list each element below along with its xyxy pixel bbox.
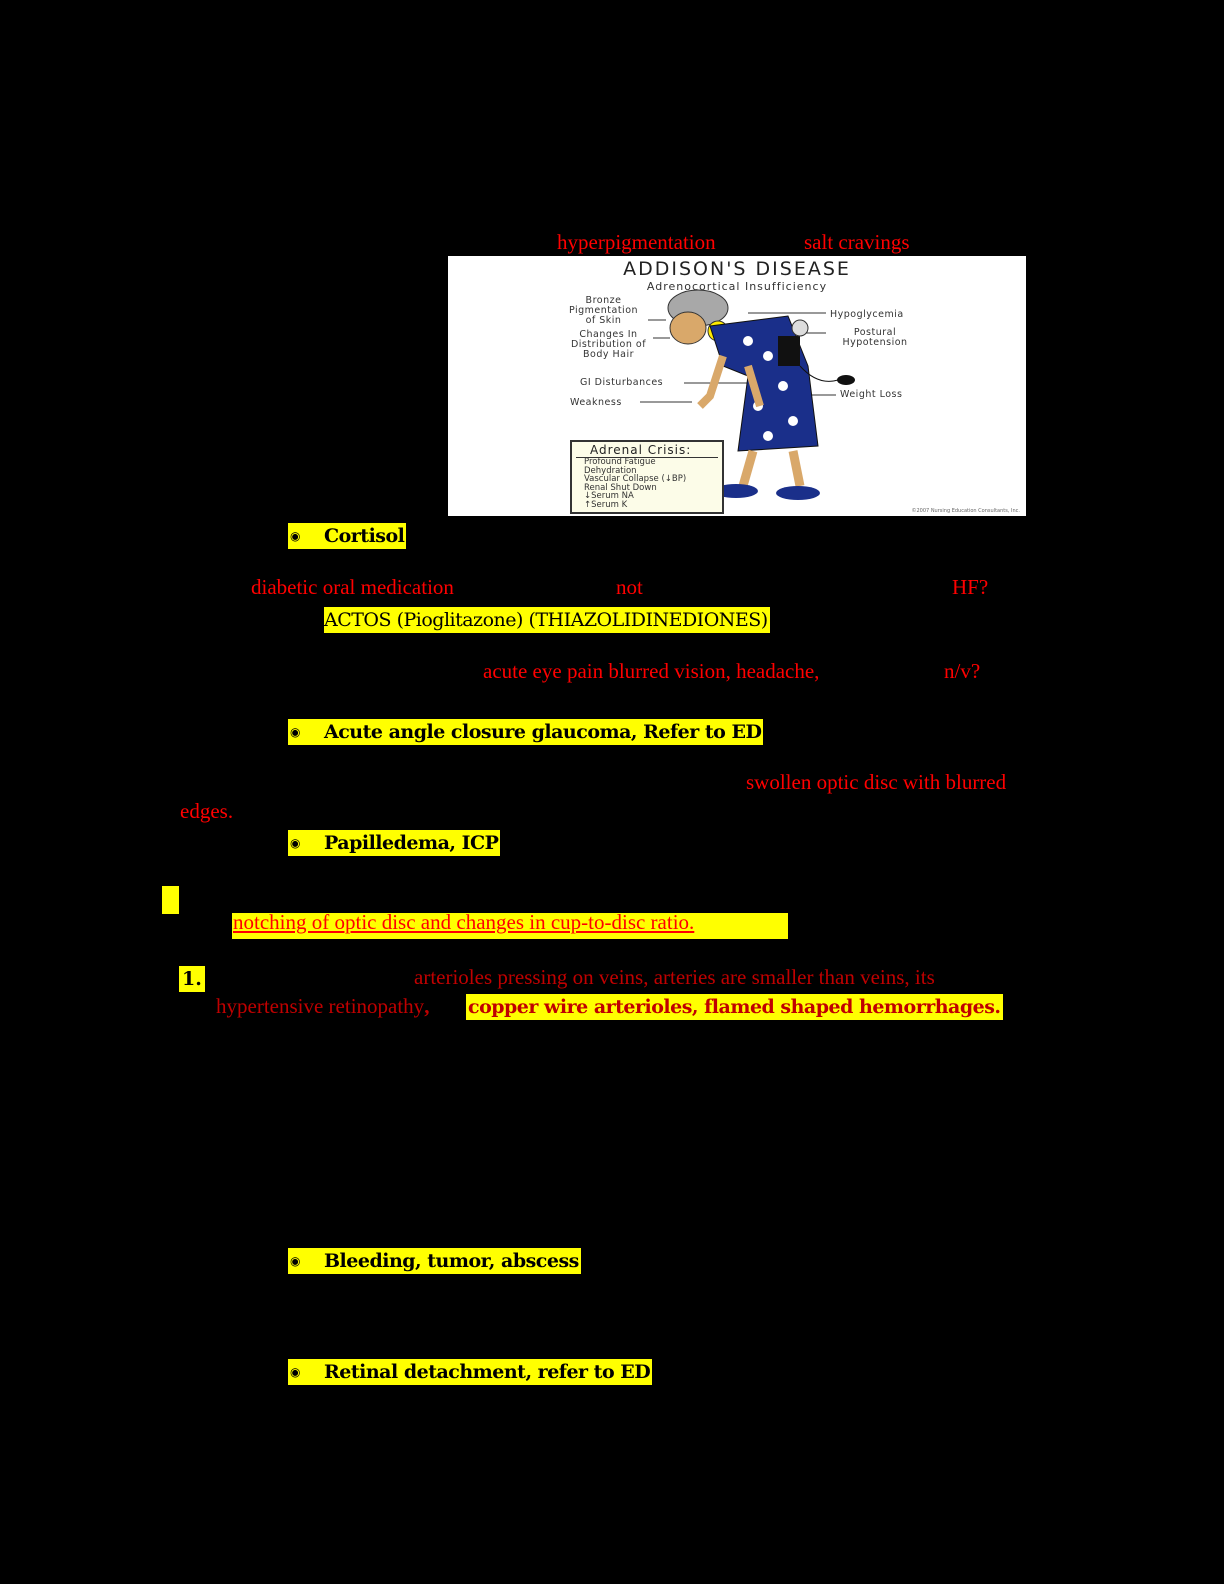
annotation-eye-pain: acute eye pain blurred vision, headache, [483, 659, 820, 683]
elderly-woman-illustration [640, 289, 855, 500]
annotation-arterioles: arterioles pressing on veins, arteries a… [414, 965, 935, 989]
label-weakness: Weakness [570, 397, 622, 408]
answer-text: Retinal detachment, refer to ED [324, 1359, 653, 1385]
bullet-icon: ◉ [288, 830, 324, 856]
answer-text: Acute angle closure glaucoma, Refer to E… [324, 719, 764, 745]
annotation-notching-optic-disc: notching of optic disc and changes in cu… [233, 910, 695, 934]
crisis-item: Vascular Collapse (↓BP) [584, 474, 687, 485]
annotation-diabetic-oral-medication: diabetic oral medication [251, 575, 454, 599]
answer-text: ACTOS (Pioglitazone) (THIAZOLIDINEDIONES… [324, 607, 770, 633]
retinopathy-findings: copper wire arterioles, flamed shaped he… [466, 994, 1003, 1020]
answer-bleeding: ◉ Bleeding, tumor, abscess [288, 1248, 581, 1274]
figure-title: ADDISON'S DISEASE [623, 258, 851, 280]
label-body-hair: Changes In Distribution of Body Hair [570, 329, 647, 360]
crisis-item: Renal Shut Down [584, 482, 657, 493]
annotation-hypertensive-retinopathy: hypertensive retinopathy, [216, 994, 430, 1018]
addisons-disease-figure: ADDISON'S DISEASE Adrenocortical Insuffi… [448, 256, 1026, 516]
label-postural-hypotension: Postural Hypotension [842, 327, 908, 348]
annotation-swollen-optic-disc: swollen optic disc with blurred [746, 770, 1007, 794]
answer-cortisol: ◉ Cortisol [288, 523, 407, 549]
crisis-item: ↓Serum NA [584, 491, 634, 502]
bullet-icon: • [290, 613, 298, 627]
highlight-marker [162, 886, 179, 914]
figure-copyright: ©2007 Nursing Education Consultants, Inc… [911, 508, 1021, 514]
optic-disc-highlight [232, 913, 788, 939]
answer-actos: • ACTOS (Pioglitazone) (THIAZOLIDINEDION… [288, 607, 770, 633]
answer-text: Papilledema, ICP [324, 830, 501, 856]
label-hypoglycemia: Hypoglycemia [830, 309, 904, 320]
answer-papilledema: ◉ Papilledema, ICP [288, 830, 501, 856]
adrenal-crisis-box: Adrenal Crisis: Profound Fatigue Dehydra… [570, 440, 724, 514]
label-bronze-pigmentation: Bronze Pigmentation of Skin [568, 295, 639, 326]
annotation-nv: n/v? [944, 659, 981, 683]
annotation-salt-cravings: salt cravings [804, 230, 910, 254]
bullet-icon: ◉ [288, 719, 324, 745]
bullet-icon: ◉ [288, 523, 324, 549]
annotation-edges: edges. [180, 799, 234, 823]
crisis-item: ↑Serum K [584, 499, 628, 510]
crisis-item: Profound Fatigue [584, 457, 656, 467]
crisis-item: Dehydration [584, 465, 637, 476]
label-weight-loss: Weight Loss [840, 389, 903, 400]
bullet-icon: ◉ [288, 1248, 324, 1274]
answer-text: Cortisol [324, 523, 407, 549]
answer-text: Bleeding, tumor, abscess [324, 1248, 581, 1274]
figure-subtitle: Adrenocortical Insufficiency [646, 280, 828, 293]
annotation-hf: HF? [952, 575, 989, 599]
label-gi-disturbances: GI Disturbances [580, 377, 664, 388]
bullet-icon: ◉ [288, 1359, 324, 1385]
answer-retinal-detachment: ◉ Retinal detachment, refer to ED [288, 1359, 653, 1385]
annotation-not: not [616, 575, 643, 599]
adrenal-crisis-title: Adrenal Crisis: [576, 442, 718, 458]
answer-glaucoma: ◉ Acute angle closure glaucoma, Refer to… [288, 719, 764, 745]
annotation-hyperpigmentation: hyperpigmentation [557, 230, 716, 254]
item-number: 1. [179, 966, 205, 992]
